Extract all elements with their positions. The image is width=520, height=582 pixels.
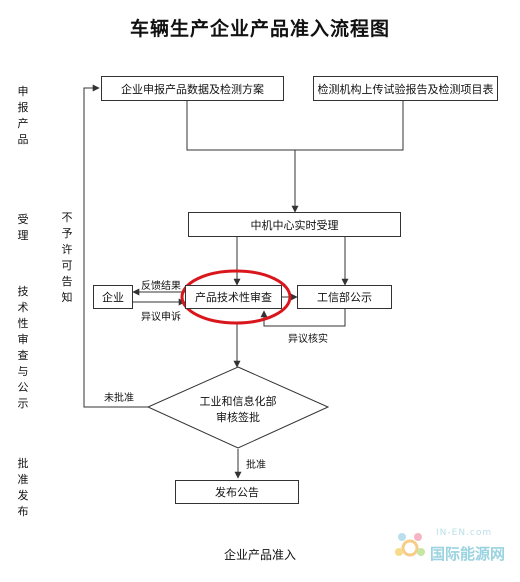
node-miit-publicity: 工信部公示 [297,285,392,309]
node-center-accept: 中机中心实时受理 [188,212,401,237]
node-lab-upload: 检测机构上传试验报告及检测项目表 [313,76,498,101]
label-approved: 批准 [246,460,266,471]
stage-label-approve: 批准 发布 [17,457,29,518]
label-not-permitted: 不予 许可 告知 [61,211,73,304]
node-enterprise: 企业 [93,285,133,309]
label-objection-appeal: 异议申诉 [141,312,181,323]
stage-label-accept: 受理 [17,213,29,242]
node-tech-review: 产品技术性审查 [185,285,282,309]
label-not-approved: 未批准 [104,393,134,404]
watermark-brand: 国际能源网 [430,545,506,563]
edge-enterprise-merge [186,100,295,151]
edge-objection-verify [260,307,346,327]
edge-not-approved [83,84,148,408]
label-feedback: 反馈结果 [141,281,181,292]
approval-diamond [146,366,330,449]
figure-caption: 企业产品准入 [223,548,296,562]
node-miit-approval-line1: 工业和信息化部 [199,395,277,408]
watermark-logo [395,533,425,557]
watermark-domain: IN-EN.com [436,528,493,538]
stage-label-apply: 申报 产品 [17,85,29,146]
node-miit-approval-line2: 审核签批 [216,411,260,424]
node-publish: 发布公告 [175,480,299,504]
label-objection-verify: 异议核实 [288,334,328,345]
diagram-title: 车辆生产企业产品准入流程图 [129,18,390,40]
stage-label-review: 技术 性审 查与 公示 [17,285,29,410]
highlight-ellipse [180,269,292,325]
node-enterprise-submit: 企业申报产品数据及检测方案 [101,76,284,101]
edge-lab-merge [295,100,404,151]
